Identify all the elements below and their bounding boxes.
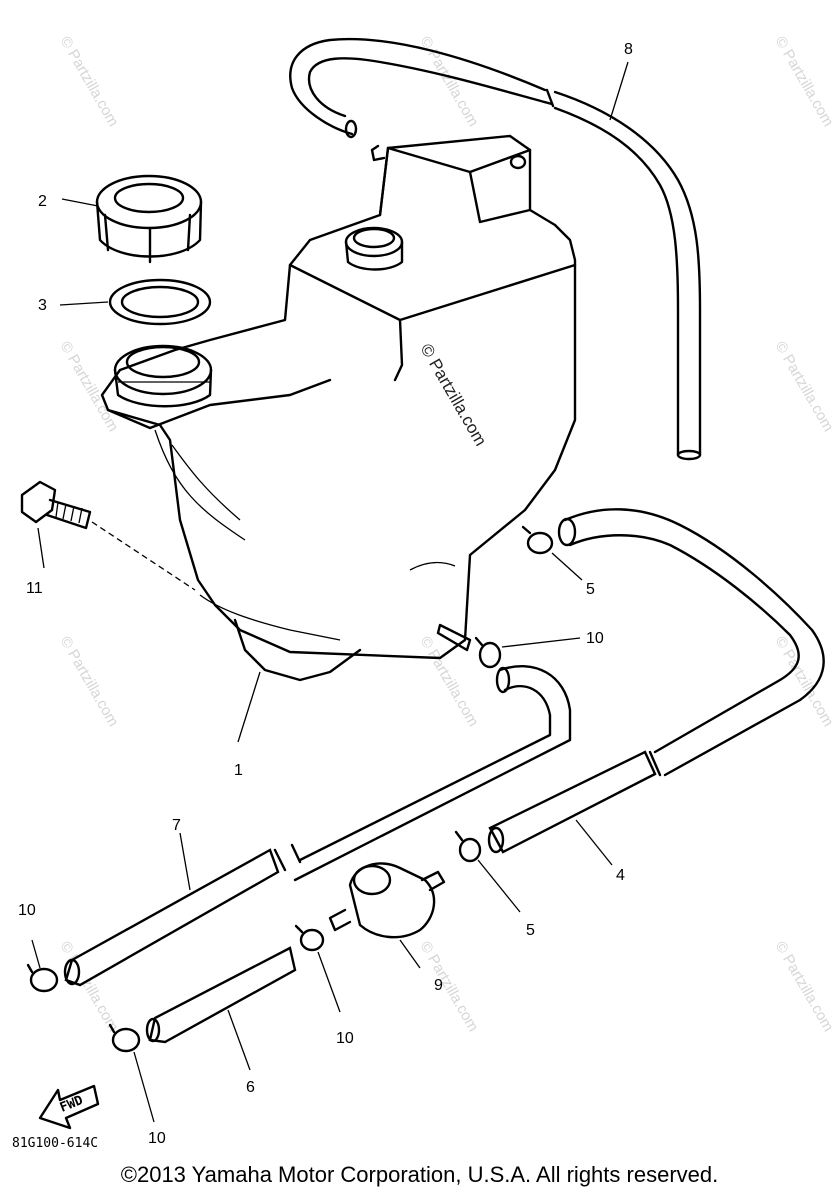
callout-11: 11: [26, 580, 43, 597]
watermark-tile: © Partzilla.com: [57, 339, 122, 435]
callout-10-bottom: 10: [148, 1130, 166, 1147]
gasket-3: [108, 278, 212, 326]
watermark-center: © Partzilla.com: [417, 341, 491, 450]
clamp-10-middle: [294, 924, 325, 952]
cap-2: [95, 174, 203, 264]
watermark-tile: © Partzilla.com: [772, 634, 837, 730]
callout-10-tank: 10: [586, 630, 604, 647]
callout-4: 4: [616, 867, 625, 884]
watermark-tile: © Partzilla.com: [772, 939, 837, 1035]
watermark-tile: © Partzilla.com: [57, 34, 122, 130]
callout-7: 7: [172, 817, 181, 834]
hose-4: [487, 508, 825, 854]
copyright-notice: ©2013 Yamaha Motor Corporation, U.S.A. A…: [120, 1162, 719, 1187]
diagram-code: 81G100-614C: [12, 1136, 98, 1151]
watermark-tile: © Partzilla.com: [417, 939, 482, 1035]
callout-10-left: 10: [18, 902, 36, 919]
clamp-5-lower: [454, 830, 482, 863]
watermark-tile: © Partzilla.com: [417, 634, 482, 730]
bolt-11: [20, 480, 92, 530]
clamp-5-upper: [521, 525, 554, 555]
callout-5-upper: 5: [586, 581, 595, 598]
callout-10-middle: 10: [336, 1030, 354, 1047]
callout-2: 2: [38, 193, 47, 210]
clamp-10-left: [26, 963, 59, 993]
callout-1: 1: [234, 762, 243, 779]
callout-5-lower: 5: [526, 922, 535, 939]
clamp-10-tank: [474, 636, 502, 669]
reservoir-tank: [100, 134, 577, 682]
watermark-tile: © Partzilla.com: [57, 634, 122, 730]
hose-8: [289, 37, 702, 461]
callout-8: 8: [624, 41, 633, 58]
clamp-10-bottom: [108, 1023, 141, 1053]
hose-7: [63, 665, 572, 987]
callout-6: 6: [246, 1079, 255, 1096]
watermark-tile: © Partzilla.com: [772, 34, 837, 130]
watermark-tiles: © Partzilla.com © Partzilla.com © Partzi…: [57, 34, 837, 1035]
filter-9: [328, 862, 446, 939]
callout-9: 9: [434, 977, 443, 994]
fwd-arrow-icon: FWD: [38, 1084, 100, 1130]
callout-3: 3: [38, 297, 47, 314]
watermark-tile: © Partzilla.com: [772, 339, 837, 435]
hose-6: [145, 946, 297, 1044]
